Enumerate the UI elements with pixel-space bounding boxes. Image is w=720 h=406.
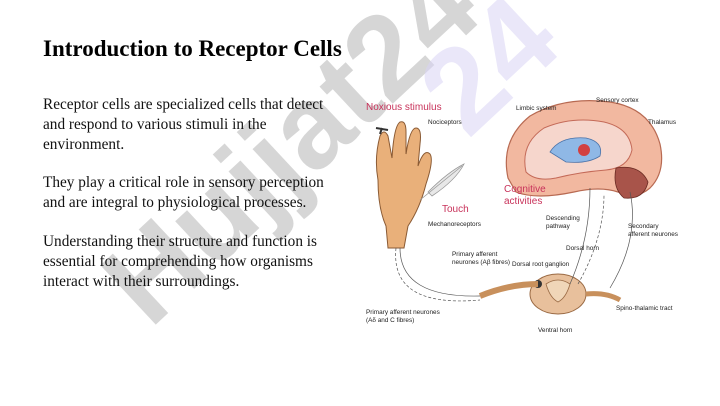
label-primary-afferent-ab-1: Primary afferent — [452, 251, 498, 258]
hand-illustration — [375, 121, 432, 249]
label-primary-afferent-ad-1: Primary afferent neurones — [366, 309, 440, 316]
label-secondary-1: Secondary — [628, 223, 659, 230]
label-limbic-system: Limbic system — [516, 105, 556, 112]
label-sensory-cortex: Sensory cortex — [596, 97, 639, 104]
label-primary-afferent-ab-2: neurones (Aβ fibres) — [452, 259, 510, 266]
label-descending-1: Descending — [546, 215, 580, 222]
label-cognitive-1: Cognitive — [504, 184, 546, 195]
label-nociceptors: Nociceptors — [428, 119, 462, 126]
paragraph-3: Understanding their structure and functi… — [43, 233, 317, 290]
feather-illustration — [419, 163, 465, 201]
label-cognitive-2: activities — [504, 196, 542, 207]
paragraph-2: They play a critical role in sensory per… — [43, 174, 324, 211]
slide-title: Introduction to Receptor Cells — [43, 36, 342, 61]
brain-illustration — [505, 100, 663, 199]
paragraph-1: Receptor cells are specialized cells tha… — [43, 96, 324, 153]
spinal-cord-illustration — [478, 273, 622, 315]
label-dorsal-root-ganglion: Dorsal root ganglion — [512, 261, 570, 268]
pain-pathway-diagram: Noxious stimulus Nociceptors Touch Mecha… — [366, 97, 678, 334]
nerve-pathways — [395, 187, 633, 302]
label-noxious-stimulus: Noxious stimulus — [366, 102, 442, 113]
label-touch: Touch — [442, 204, 469, 215]
label-spino-thalamic: Spino-thalamic tract — [616, 305, 673, 312]
label-ventral-horn: Ventral horn — [538, 327, 573, 334]
label-dorsal-horn: Dorsal horn — [566, 245, 599, 252]
label-descending-2: pathway — [546, 223, 571, 230]
label-thalamus: Thalamus — [648, 119, 676, 126]
label-primary-afferent-ad-2: (Aδ and C fibres) — [366, 317, 414, 324]
label-mechanoreceptors: Mechanoreceptors — [428, 221, 481, 228]
label-secondary-2: afferent neurones — [628, 231, 678, 238]
